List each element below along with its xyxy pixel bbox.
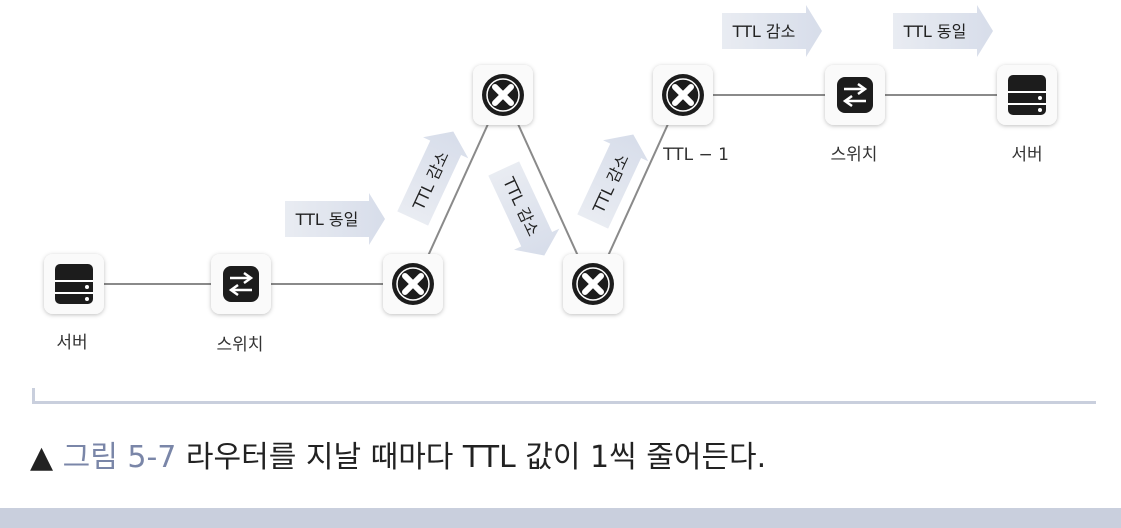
link-router3-router4 xyxy=(607,123,669,257)
svg-text:TTL 감소: TTL 감소 xyxy=(732,22,796,41)
router-icon-1 xyxy=(383,254,443,314)
arrow-ttl-same-6: TTL 동일 xyxy=(893,5,993,57)
server-icon-left xyxy=(44,254,104,314)
caption-marker: ▲ xyxy=(30,440,54,475)
connections xyxy=(104,94,998,285)
link-router2-router3 xyxy=(517,123,579,257)
router-icon-2 xyxy=(473,65,533,125)
bottom-bar xyxy=(0,508,1121,528)
server-right-label: 서버 xyxy=(1011,145,1042,165)
arrow-ttl-decrease-3: TTL 감소 xyxy=(488,161,560,256)
link-router1-router2 xyxy=(427,123,489,257)
svg-text:TTL 동일: TTL 동일 xyxy=(903,22,967,41)
network-diagram: TTL 동일 TTL 감소 TTL 감소 TTL 감소 TTL 감소 TTL 동… xyxy=(44,5,1057,355)
switch-left-label: 스위치 xyxy=(217,335,264,355)
caption-text: 라우터를 지날 때마다 TTL 값이 1씩 줄어든다. xyxy=(185,440,767,475)
figure-caption: ▲ 그림 5-7 라우터를 지날 때마다 TTL 값이 1씩 줄어든다. xyxy=(30,432,766,476)
svg-text:TTL 동일: TTL 동일 xyxy=(295,210,359,229)
switch-icon-left xyxy=(211,254,271,314)
figure-number: 그림 5-7 xyxy=(62,440,177,475)
server-left-label: 서버 xyxy=(56,333,87,353)
arrow-ttl-same-1: TTL 동일 xyxy=(285,193,385,245)
router-icon-4 xyxy=(653,65,713,125)
arrow-ttl-decrease-2: TTL 감소 xyxy=(397,131,469,226)
router-icon-3 xyxy=(563,254,623,314)
arrow-ttl-decrease-5: TTL 감소 xyxy=(722,5,822,57)
switch-icon-right xyxy=(825,65,885,125)
caption-divider xyxy=(32,388,1096,404)
router-4-label: TTL − 1 xyxy=(662,145,729,165)
switch-right-label: 스위치 xyxy=(831,145,878,165)
server-icon-right xyxy=(997,65,1057,125)
